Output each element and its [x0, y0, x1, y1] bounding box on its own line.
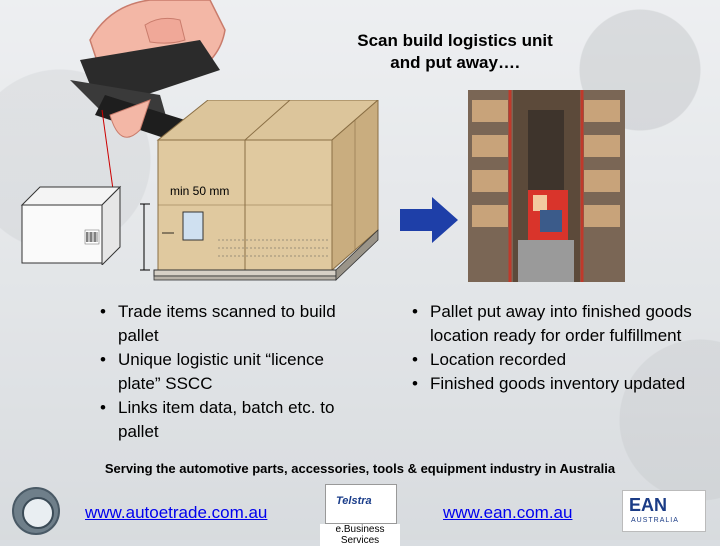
slide-title: Scan build logistics unit and put away….: [320, 30, 590, 74]
right-arrow-icon: [400, 197, 458, 243]
telstra-logo-box: Telstra: [325, 484, 397, 524]
warehouse-forklift-photo: [468, 90, 625, 282]
right-bullet-list: • Pallet put away into finished goods lo…: [410, 300, 700, 396]
list-item: • Links item data, batch etc. to pallet: [98, 396, 358, 444]
bullet-marker: •: [412, 350, 418, 369]
bullet-marker: •: [100, 398, 106, 417]
list-item: • Unique logistic unit “licence plate” S…: [98, 348, 358, 396]
min-height-label: min 50 mm: [170, 184, 230, 198]
list-item-text: Trade items scanned to build pallet: [118, 302, 336, 345]
small-carton-illustration: [20, 185, 122, 265]
ean-logo-text: EAN: [629, 495, 668, 515]
association-seal-logo: [12, 487, 60, 535]
barcode-scanner-illustration: [70, 0, 226, 240]
list-item-text: Pallet put away into finished goods loca…: [430, 302, 692, 345]
bullet-marker: •: [100, 350, 106, 369]
list-item-text: Links item data, batch etc. to pallet: [118, 398, 335, 441]
list-item: • Trade items scanned to build pallet: [98, 300, 358, 348]
list-item: • Pallet put away into finished goods lo…: [410, 300, 700, 348]
footer-tagline: Serving the automotive parts, accessorie…: [104, 461, 616, 476]
pallet-illustration: [140, 100, 379, 281]
list-item-text: Finished goods inventory updated: [430, 374, 686, 393]
seal-inner: [22, 497, 54, 529]
list-item-text: Unique logistic unit “licence plate” SSC…: [118, 350, 324, 393]
autoetrade-link[interactable]: www.autoetrade.com.au: [85, 503, 268, 522]
list-item: • Location recorded: [410, 348, 700, 372]
barcode-icon: [84, 229, 100, 245]
list-item: • Finished goods inventory updated: [410, 372, 700, 396]
title-line-1: Scan build logistics unit: [357, 31, 553, 50]
list-item-text: Location recorded: [430, 350, 567, 369]
left-bullet-list: • Trade items scanned to build pallet • …: [98, 300, 358, 444]
ean-logo-subtext: AUSTRALIA: [631, 517, 679, 524]
telstra-subtitle: e.Business Services: [320, 524, 400, 546]
bullet-marker: •: [100, 302, 106, 321]
telstra-logo: Telstra e.Business Services: [320, 484, 400, 546]
title-line-2: and put away….: [390, 53, 520, 72]
bullet-marker: •: [412, 302, 418, 321]
bullet-marker: •: [412, 374, 418, 393]
ean-link[interactable]: www.ean.com.au: [443, 503, 573, 522]
ean-australia-logo: EAN AUSTRALIA: [622, 490, 706, 532]
telstra-logo-text: Telstra: [336, 495, 372, 507]
